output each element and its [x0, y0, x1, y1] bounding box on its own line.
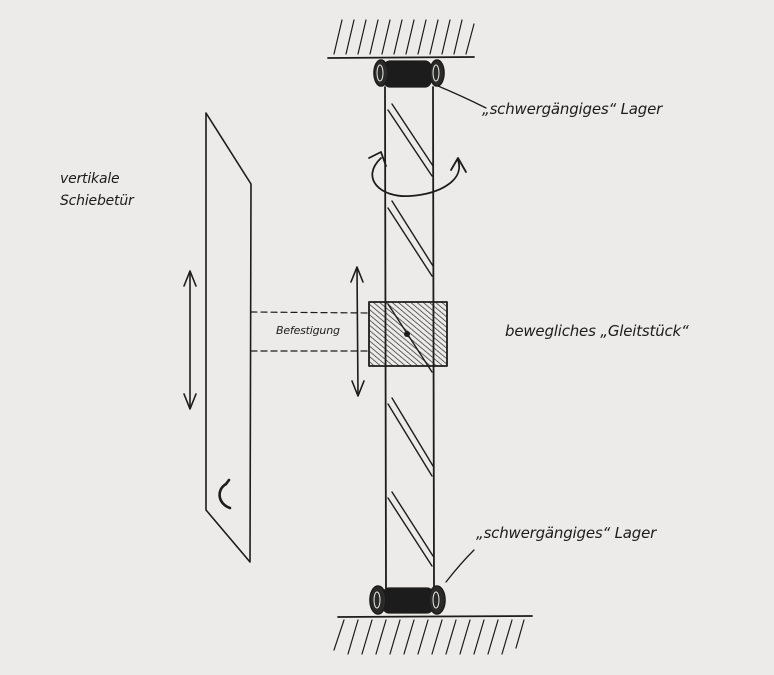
- label-bearing-top: „schwergängiges“ Lager: [482, 100, 663, 118]
- label-bearing-bottom: „schwergängiges“ Lager: [476, 524, 657, 542]
- bearing-bottom-leader: [445, 549, 475, 583]
- slider-vertical-arrow-icon: [350, 266, 365, 397]
- sliding-door: [205, 112, 252, 563]
- door-vertical-arrow-icon: [183, 270, 197, 410]
- door-handle-icon: [218, 478, 232, 510]
- rotation-arrow-icon: [368, 151, 467, 197]
- slider-block: [368, 301, 448, 367]
- coupling-dashed-lines: [250, 311, 370, 352]
- label-sliding-door: vertikale Schiebetür: [60, 171, 134, 209]
- floor-mount: [333, 615, 533, 655]
- ceiling-mount: [327, 19, 475, 59]
- bearing-top: [373, 59, 445, 88]
- label-coupling: Befestigung: [276, 324, 340, 337]
- label-slider: bewegliches „Gleitstück“: [505, 322, 689, 340]
- bearing-bottom: [369, 585, 446, 615]
- bearing-top-leader: [437, 85, 487, 109]
